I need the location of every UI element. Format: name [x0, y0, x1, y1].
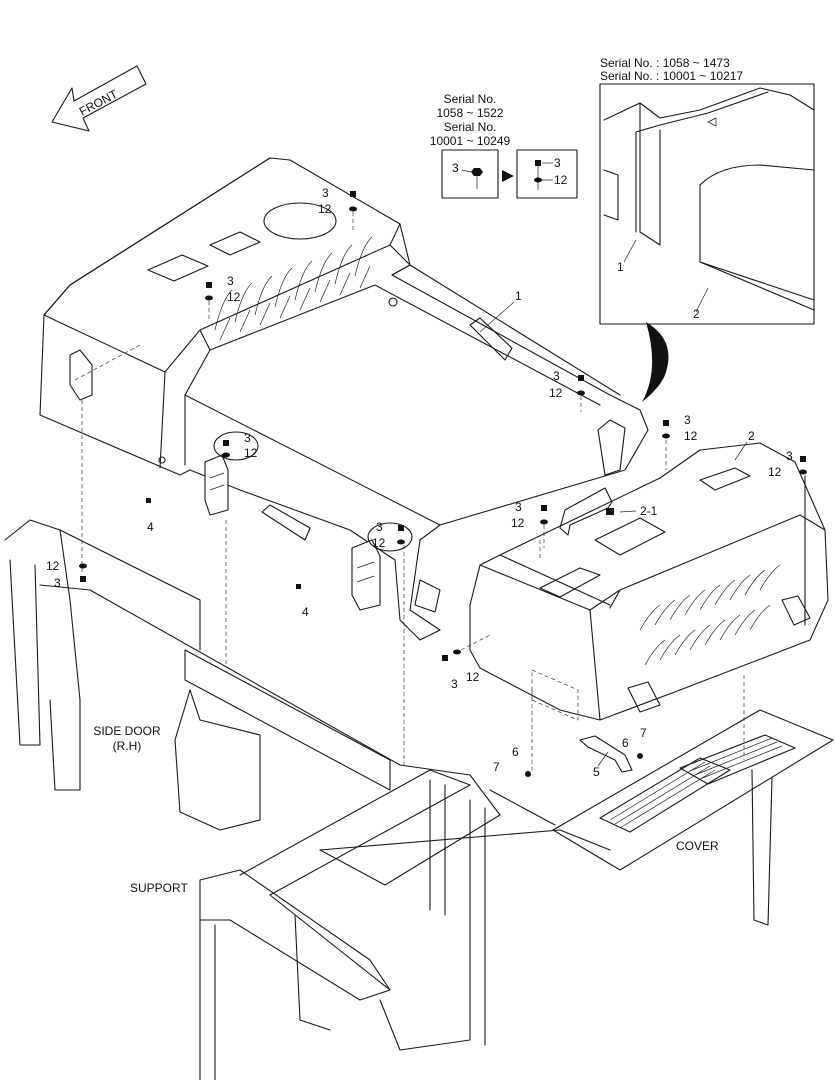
label-5: 5 — [593, 765, 600, 779]
support-label: SUPPORT — [130, 881, 188, 895]
label-3: 3 — [786, 449, 793, 463]
label-12: 12 — [466, 670, 480, 684]
serial-line-4: 10001 ~ 10249 — [430, 134, 511, 148]
label-12: 12 — [549, 386, 563, 400]
bolt-icon — [222, 440, 230, 458]
label-12: 12 — [511, 516, 525, 530]
label-12: 12 — [372, 536, 386, 550]
label-4: 4 — [147, 520, 154, 534]
label-12: 12 — [318, 202, 332, 216]
label-3: 3 — [322, 186, 329, 200]
inset-label-2: 2 — [693, 307, 700, 321]
detail-old-bolt: 3 — [441, 149, 499, 199]
inset-label-1: 1 — [617, 260, 624, 274]
detail-label-3: 3 — [452, 161, 459, 175]
label-12: 12 — [684, 429, 698, 443]
part-labels: 1 2 2-1 3 12 3 12 3 12 3 12 3 12 3 12 3 … — [46, 186, 793, 779]
inset-serial-2: Serial No. : 10001 ~ 10217 — [600, 69, 743, 83]
label-7: 7 — [640, 726, 647, 740]
detail-new-bolt: 3 12 — [516, 149, 578, 199]
label-2: 2 — [748, 429, 755, 443]
label-6: 6 — [512, 745, 519, 759]
radiator-cover-part-2 — [469, 442, 829, 721]
label-12: 12 — [46, 559, 60, 573]
label-3: 3 — [227, 274, 234, 288]
label-3: 3 — [553, 369, 560, 383]
bolt-icon — [79, 563, 87, 582]
callout-circle — [213, 431, 259, 461]
label-2-1: 2-1 — [640, 504, 658, 518]
bolt-icon — [799, 456, 807, 626]
serial-line-2: 1058 ~ 1522 — [436, 106, 503, 120]
bolt-icon — [577, 375, 585, 412]
callout-labels: SIDE DOOR (R.H) SUPPORT COVER — [93, 724, 719, 895]
screw-icon — [146, 498, 614, 589]
bolt-icon — [442, 634, 491, 661]
label-3: 3 — [451, 677, 458, 691]
label-4: 4 — [302, 605, 309, 619]
bolt-group — [79, 191, 807, 661]
detail-label-3b: 3 — [554, 156, 561, 170]
label-12: 12 — [768, 465, 782, 479]
label-7: 7 — [493, 760, 500, 774]
latch-left — [204, 454, 229, 665]
bolt-icon — [349, 191, 357, 232]
bolt-icon — [662, 420, 670, 470]
label-3: 3 — [684, 413, 691, 427]
cover-label: COVER — [676, 839, 719, 853]
label-12: 12 — [227, 290, 241, 304]
bolt-icon — [540, 505, 548, 548]
serial-note-center: Serial No. 1058 ~ 1522 Serial No. 10001 … — [430, 92, 511, 148]
side-door-label-sub: (R.H) — [113, 739, 142, 753]
inset-pointer-arrow — [642, 322, 669, 402]
serial-line-1: Serial No. — [444, 92, 497, 106]
inset-detail: Serial No. : 1058 ~ 1473 Serial No. : 10… — [599, 56, 815, 325]
bolt-icon — [205, 282, 213, 320]
support-frame — [4, 400, 611, 1080]
hood-cover-part-1 — [39, 157, 649, 641]
label-3: 3 — [54, 576, 61, 590]
side-door-label: SIDE DOOR — [93, 724, 161, 738]
callout-circle — [367, 522, 413, 552]
label-1: 1 — [515, 289, 522, 303]
serial-line-3: Serial No. — [444, 120, 497, 134]
detail-arrow-icon — [502, 170, 514, 182]
cover-plate — [552, 675, 834, 926]
strap-part-5 — [525, 690, 643, 777]
inset-serial-1: Serial No. : 1058 ~ 1473 — [600, 56, 730, 70]
label-3: 3 — [244, 431, 251, 445]
bolt-icon — [397, 525, 405, 545]
latch-right — [351, 539, 405, 765]
detail-label-12: 12 — [554, 173, 568, 187]
label-12: 12 — [244, 446, 258, 460]
front-arrow: FRONT — [51, 65, 147, 132]
label-3: 3 — [515, 500, 522, 514]
label-3: 3 — [376, 520, 383, 534]
label-6: 6 — [622, 736, 629, 750]
